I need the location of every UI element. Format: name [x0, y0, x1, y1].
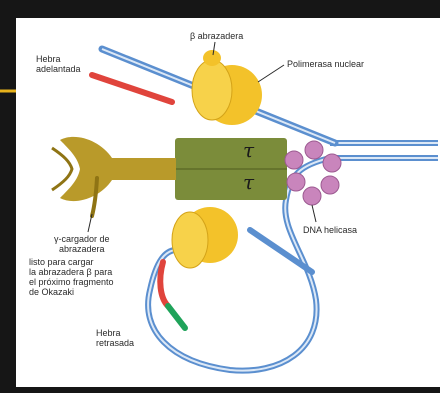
upper-beta-clamp	[192, 60, 232, 120]
label-nuclear-polymerase: Polimerasa nuclear	[287, 59, 364, 69]
label-lagging-strand: Hebra retrasada	[96, 328, 134, 348]
label-clamp-loader-note: listo para cargar la abrazadera β para e…	[29, 257, 114, 297]
tau-symbol-top: τ	[243, 138, 254, 162]
label-beta-clamp: β abrazadera	[190, 31, 243, 41]
lower-beta-clamp	[172, 212, 208, 268]
label-leading-strand: Hebra adelantada	[36, 54, 81, 74]
label-dna-helicase: DNA helicasa	[303, 225, 357, 235]
label-clamp-loader: γ-cargador de abrazadera	[54, 234, 110, 254]
tau-symbol-bottom: τ	[243, 170, 254, 194]
